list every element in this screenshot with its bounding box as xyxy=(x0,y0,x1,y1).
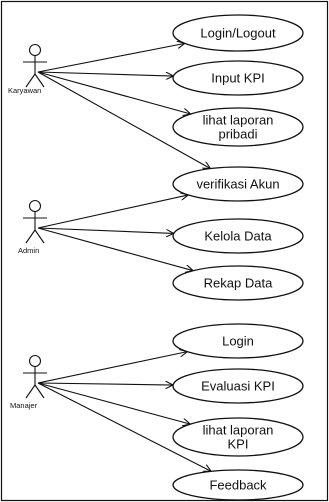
use-case-ellipse xyxy=(172,469,304,501)
stick-figure-icon xyxy=(23,354,47,399)
use-case-ellipse xyxy=(172,107,304,147)
use-case-label: Feedback xyxy=(209,478,267,493)
association-karyawan-login-logout xyxy=(37,43,185,73)
use-case-label: Rekap Data xyxy=(204,276,273,291)
association-karyawan-input-kpi xyxy=(37,71,173,76)
use-case-ellipse xyxy=(172,368,304,404)
use-case-ellipse xyxy=(172,218,304,254)
actor-manajer: Manajer xyxy=(10,354,47,410)
use-case-label: pribadi xyxy=(218,127,257,142)
association-admin-verifikasi-akun xyxy=(37,195,188,229)
use-case-ellipse xyxy=(172,265,304,301)
use-case-label: lihat laporan xyxy=(203,423,274,438)
use-case-feedback: Feedback xyxy=(172,469,304,501)
use-case-evaluasi-kpi: Evaluasi KPI xyxy=(172,368,304,404)
use-case-label: KPI xyxy=(228,437,249,452)
use-case-login-logout: Login/Logout xyxy=(172,14,304,52)
association-karyawan-lihat-laporan-pribadi xyxy=(37,71,191,114)
actor-karyawan: Karyawan xyxy=(8,43,47,95)
use-case-ellipse xyxy=(172,323,304,359)
actor-label: Karyawan xyxy=(8,86,41,95)
use-case-label: Evaluasi KPI xyxy=(201,379,275,394)
association-manajer-login xyxy=(37,352,187,384)
actor-label: Manajer xyxy=(10,401,38,410)
use-case-login: Login xyxy=(172,323,304,359)
use-case-rekap-data: Rekap Data xyxy=(172,265,304,301)
use-case-label: Input KPI xyxy=(211,71,264,86)
use-case-label: verifikasi Akun xyxy=(196,177,279,192)
association-lines xyxy=(37,43,211,471)
stick-figure-icon xyxy=(23,43,47,88)
use-case-ellipse xyxy=(172,417,304,457)
actor-admin: Admin xyxy=(18,199,47,255)
use-case-label: Login/Logout xyxy=(200,26,276,41)
use-case-kelola-data: Kelola Data xyxy=(172,218,304,254)
association-admin-kelola-data xyxy=(37,227,174,233)
association-manajer-lihat-laporan-kpi xyxy=(37,382,190,424)
use-case-ellipse xyxy=(172,60,304,96)
association-admin-rekap-data xyxy=(37,227,193,271)
actor-label: Admin xyxy=(18,246,39,255)
stick-figure-icon xyxy=(23,199,47,244)
use-case-label: Kelola Data xyxy=(204,229,272,244)
use-case-input-kpi: Input KPI xyxy=(172,60,304,96)
association-karyawan-verifikasi-akun xyxy=(37,71,210,169)
use-case-ellipse xyxy=(172,14,304,52)
use-case-ellipse xyxy=(172,166,304,202)
association-manajer-evaluasi-kpi xyxy=(37,383,173,385)
use-case-verifikasi-akun: verifikasi Akun xyxy=(172,166,304,202)
association-manajer-feedback xyxy=(37,382,211,471)
use-case-label: Login xyxy=(222,334,254,349)
use-case-label: lihat laporan xyxy=(203,113,274,128)
